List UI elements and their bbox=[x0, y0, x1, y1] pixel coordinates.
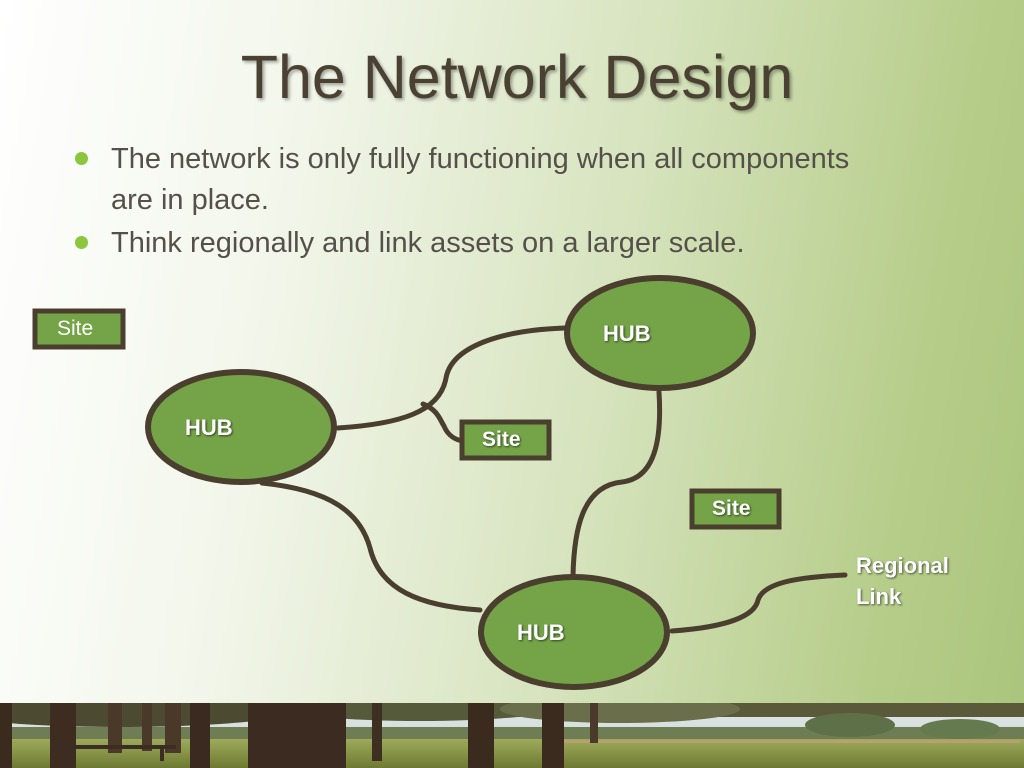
regional-link-line: Link bbox=[856, 584, 902, 609]
bullet-text: Think regionally and link assets on a la… bbox=[111, 227, 745, 259]
bullet-list: The network is only fully functioning wh… bbox=[74, 139, 894, 266]
hub-node-top bbox=[564, 275, 756, 391]
site-box-right bbox=[689, 488, 782, 530]
hub-label: HUB bbox=[185, 415, 233, 440]
regional-link-label: Regional Link bbox=[856, 550, 949, 612]
connector-left-hub-to-bottom-hub bbox=[259, 480, 483, 613]
bullet-dot-icon bbox=[75, 152, 88, 165]
park-landscape-photo bbox=[0, 703, 1024, 768]
site-box-middle bbox=[459, 419, 552, 461]
regional-link-line: Regional bbox=[856, 553, 949, 578]
hub-label: HUB bbox=[517, 620, 565, 645]
site-label: Site bbox=[57, 317, 94, 340]
connector-branch-to-middle-site bbox=[420, 401, 466, 444]
site-box-topleft bbox=[32, 308, 126, 350]
hub-node-left bbox=[145, 369, 337, 485]
bullet-text: The network is only fully functioning wh… bbox=[111, 143, 850, 216]
bullet-dot-icon bbox=[75, 236, 88, 249]
connector-bottom-hub-to-regional-link bbox=[669, 572, 848, 634]
hub-node-bottom bbox=[478, 574, 670, 690]
bullet-item: Think regionally and link assets on a la… bbox=[74, 223, 894, 264]
park-landscape-photo-icon bbox=[0, 703, 1024, 768]
bullet-item: The network is only fully functioning wh… bbox=[74, 139, 894, 221]
connector-top-hub-to-bottom-hub bbox=[570, 389, 663, 579]
hub-label: HUB bbox=[603, 321, 651, 346]
site-label: Site bbox=[482, 428, 521, 451]
site-label: Site bbox=[712, 497, 751, 520]
slide-title: The Network Design bbox=[240, 43, 794, 111]
connector-left-hub-to-top-hub bbox=[335, 325, 568, 431]
